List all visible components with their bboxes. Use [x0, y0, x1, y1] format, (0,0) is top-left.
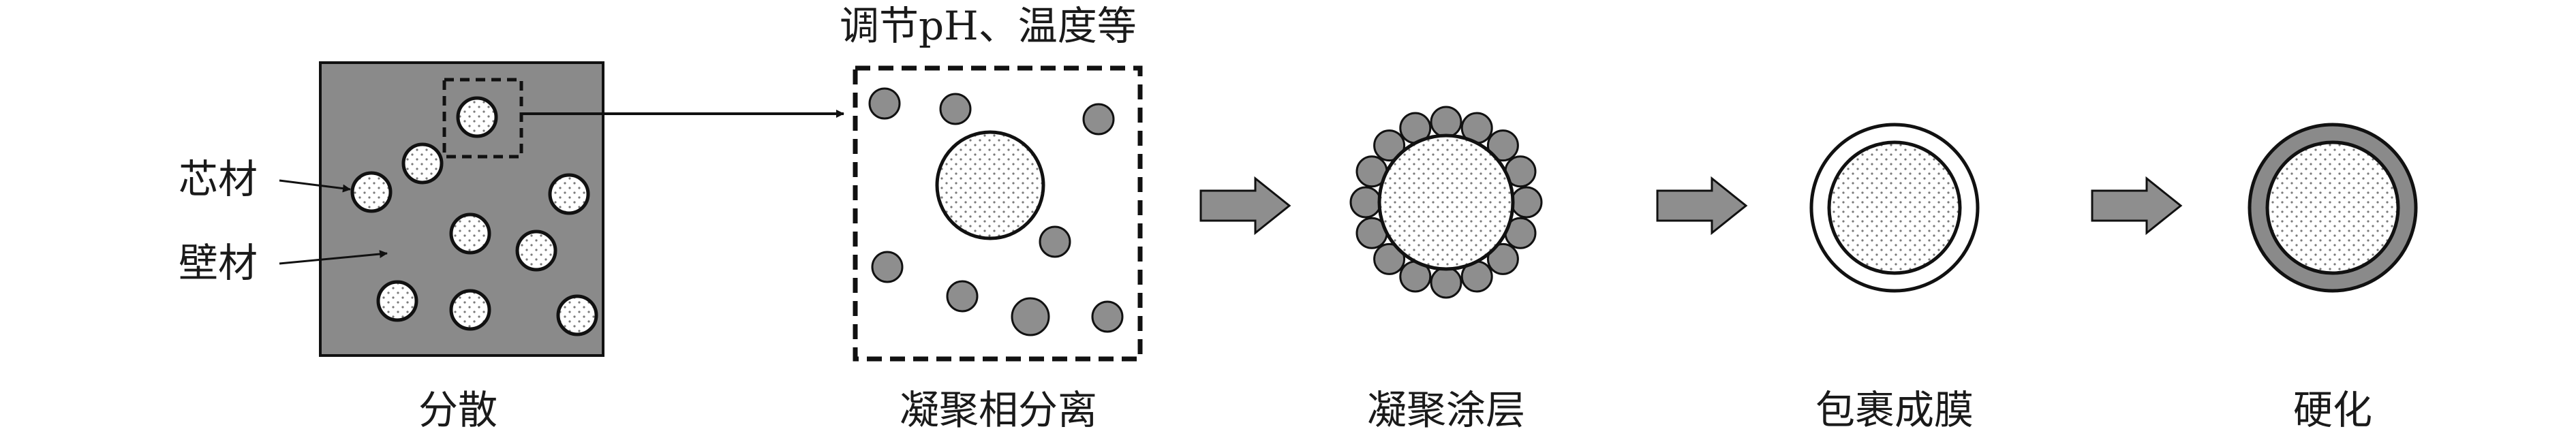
core-particles	[350, 96, 598, 336]
step-hardening	[2248, 123, 2418, 293]
step-coating	[1349, 106, 1543, 299]
coating-droplet	[1486, 242, 1519, 275]
film-core	[1827, 140, 1962, 275]
coating-droplet	[1486, 129, 1519, 162]
coating-droplet	[1510, 186, 1543, 219]
core-particle	[556, 294, 598, 336]
core-particle	[350, 171, 393, 213]
core-particle	[456, 96, 498, 138]
wall-material-label: 壁材	[179, 240, 258, 286]
central-core-droplet	[935, 130, 1045, 240]
coacervate-droplets	[868, 87, 1124, 336]
process-arrows	[1199, 176, 2183, 236]
zoom-selection-box	[442, 78, 523, 159]
coating-droplet	[1373, 129, 1406, 162]
step-captions: 分散 凝聚相分离 凝聚涂层 包裹成膜 硬化	[418, 387, 2372, 433]
caption-phase-separation: 凝聚相分离	[900, 387, 1097, 433]
core-label-pointer	[279, 179, 351, 193]
core-particle	[548, 173, 590, 215]
arrow-right-icon	[1656, 176, 1748, 236]
core-particle	[449, 212, 491, 255]
coacervate-droplet	[1011, 297, 1050, 336]
core-particle	[515, 230, 557, 272]
core-particle	[401, 142, 444, 185]
coacervate-droplet	[1082, 103, 1115, 136]
condition-label: 调节pH、温度等	[840, 3, 1137, 49]
step-film-forming	[1809, 123, 1980, 293]
wall-label-pointer	[279, 250, 388, 265]
caption-film-forming: 包裹成膜	[1815, 387, 1974, 433]
core-particle	[449, 289, 491, 331]
coating-droplet	[1430, 266, 1462, 299]
caption-coating: 凝聚涂层	[1367, 387, 1525, 433]
coating-droplet	[1373, 242, 1406, 275]
coated-core	[1377, 133, 1515, 271]
hardened-core	[2265, 140, 2400, 275]
coating-droplet	[1349, 186, 1382, 219]
step-dispersion: 芯材 壁材	[179, 61, 844, 357]
core-material-label: 芯材	[179, 156, 258, 202]
coacervate-droplet	[946, 280, 979, 313]
coacervate-droplet	[1091, 300, 1124, 333]
core-particle	[376, 280, 418, 322]
step-phase-separation: 调节pH、温度等	[840, 3, 1143, 362]
coacervate-droplet	[939, 93, 972, 125]
arrow-right-icon	[2091, 176, 2183, 236]
coacervate-droplet	[1039, 225, 1071, 258]
caption-dispersion: 分散	[418, 387, 497, 433]
coating-droplet	[1430, 106, 1462, 138]
arrow-right-icon	[1199, 176, 1291, 236]
coacervate-droplet	[868, 87, 901, 120]
coacervate-coating-ring	[1349, 106, 1543, 299]
coacervate-droplet	[871, 251, 904, 283]
caption-hardening: 硬化	[2293, 387, 2372, 433]
